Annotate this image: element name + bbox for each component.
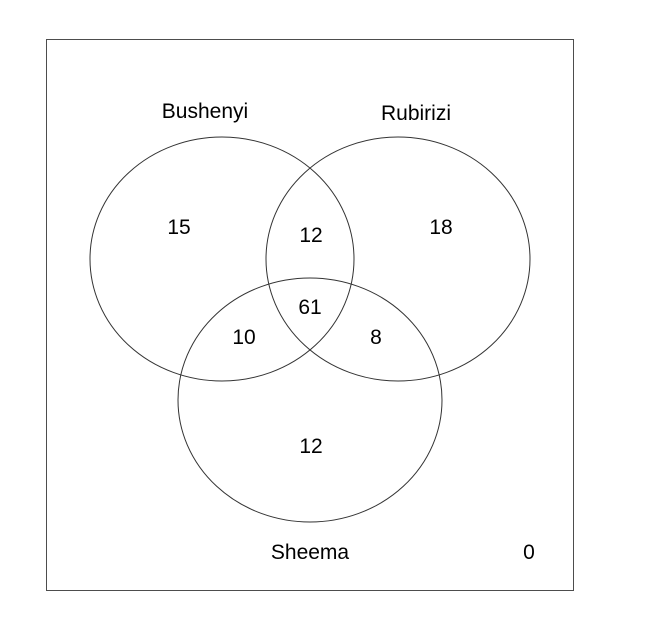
count-outside: 0 <box>523 541 535 564</box>
count-bushenyi-only: 15 <box>167 216 190 239</box>
count-bushenyi-rubirizi: 12 <box>299 224 322 247</box>
label-sheema: Sheema <box>271 541 350 564</box>
count-bushenyi-sheema: 10 <box>232 326 255 349</box>
label-bushenyi: Bushenyi <box>162 100 248 123</box>
universe-frame <box>46 39 574 591</box>
count-rubirizi-sheema: 8 <box>370 326 382 349</box>
count-all-three: 61 <box>298 296 321 319</box>
count-rubirizi-only: 18 <box>429 216 452 239</box>
circle-sheema <box>177 277 443 523</box>
circle-rubirizi <box>265 136 531 382</box>
count-sheema-only: 12 <box>299 435 322 458</box>
label-rubirizi: Rubirizi <box>381 102 451 125</box>
circle-bushenyi <box>89 136 355 382</box>
